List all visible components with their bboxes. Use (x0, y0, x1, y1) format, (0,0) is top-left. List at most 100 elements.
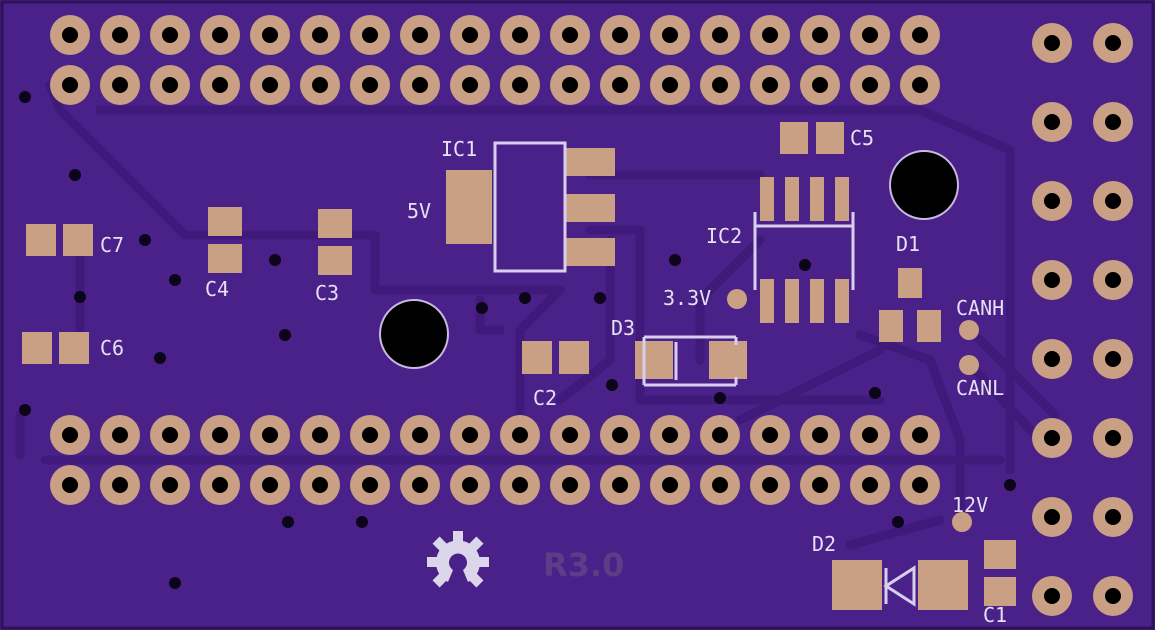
header-pins-right (1032, 23, 1133, 616)
c7-label: C7 (100, 233, 124, 257)
d3-footprint (635, 335, 747, 387)
header-pin (150, 65, 190, 105)
header-pin (900, 65, 940, 105)
c5-pad-1 (780, 122, 808, 154)
via (19, 404, 31, 416)
header-pin (600, 15, 640, 55)
canl-testpoint (959, 355, 979, 375)
c4-pad-2 (208, 244, 242, 273)
header-pin (900, 15, 940, 55)
header-pin (1093, 576, 1133, 616)
c4-label: C4 (205, 277, 229, 301)
header-pin (450, 65, 490, 105)
header-pin (600, 65, 640, 105)
header-pin (850, 415, 890, 455)
via (519, 292, 531, 304)
via (606, 379, 618, 391)
d1-pad-3 (917, 310, 941, 342)
header-pin (200, 65, 240, 105)
c3-pad-1 (318, 209, 352, 238)
header-pin (300, 15, 340, 55)
header-pin (800, 465, 840, 505)
traces (15, 80, 1060, 550)
v12-label: 12V (952, 493, 988, 517)
c5-pad-2 (816, 122, 844, 154)
header-pin (850, 65, 890, 105)
header-pin (400, 65, 440, 105)
header-pin (700, 15, 740, 55)
header-pin (50, 15, 90, 55)
canl-label: CANL (956, 376, 1004, 400)
header-pin (800, 65, 840, 105)
mounting-hole-left (381, 301, 447, 367)
canh-testpoint (959, 320, 979, 340)
c5-label: C5 (850, 126, 874, 150)
c2-pad-2 (559, 341, 589, 374)
header-pin (550, 65, 590, 105)
header-pin (600, 415, 640, 455)
header-pin (200, 465, 240, 505)
header-pin (650, 415, 690, 455)
mounting-hole-right (891, 152, 957, 218)
header-pin (200, 15, 240, 55)
header-pin (350, 415, 390, 455)
header-pin (50, 465, 90, 505)
header-pin (750, 465, 790, 505)
ic2-footprint (753, 177, 855, 323)
c1-label: C1 (983, 603, 1007, 627)
header-pin (750, 415, 790, 455)
header-pin (100, 65, 140, 105)
v33-testpoint (727, 289, 747, 309)
header-pin (1093, 497, 1133, 537)
header-pin (300, 415, 340, 455)
via (279, 329, 291, 341)
v33-label: 3.3V (663, 286, 711, 310)
header-pin (1093, 418, 1133, 458)
header-pin (500, 415, 540, 455)
header-pin (700, 415, 740, 455)
header-pin (300, 65, 340, 105)
c4-pad-1 (208, 207, 242, 236)
c2-pad-1 (522, 341, 552, 374)
via (282, 516, 294, 528)
header-pin (650, 65, 690, 105)
d1-pad-1 (898, 268, 922, 298)
header-pin (350, 15, 390, 55)
header-pin (50, 415, 90, 455)
header-pin (1032, 23, 1072, 63)
header-pin (900, 465, 940, 505)
v12-testpoint (952, 512, 972, 532)
header-pin (650, 15, 690, 55)
header-pin (1032, 260, 1072, 300)
ic1-pad-2 (565, 194, 615, 222)
header-pin (400, 15, 440, 55)
header-pin (500, 65, 540, 105)
v5-label: 5V (407, 199, 431, 223)
header-pin (1032, 576, 1072, 616)
via (714, 392, 726, 404)
vias (19, 91, 1016, 589)
via (169, 577, 181, 589)
via (869, 387, 881, 399)
header-pins-top (50, 15, 940, 105)
header-pin (1032, 418, 1072, 458)
d2-label: D2 (812, 532, 836, 556)
header-pins-bottom (50, 415, 940, 505)
header-pin (700, 65, 740, 105)
c3-pad-2 (318, 246, 352, 275)
via (669, 254, 681, 266)
canh-label: CANH (956, 296, 1004, 320)
header-pin (750, 15, 790, 55)
header-pin (850, 465, 890, 505)
header-pin (100, 415, 140, 455)
header-pin (450, 415, 490, 455)
header-pin (800, 15, 840, 55)
ic1-tab-pad (446, 170, 492, 244)
via (169, 274, 181, 286)
c1-pad-1 (984, 540, 1016, 569)
header-pin (550, 415, 590, 455)
header-pin (500, 15, 540, 55)
ic1-label: IC1 (441, 137, 477, 161)
header-pin (800, 415, 840, 455)
header-pin (500, 465, 540, 505)
